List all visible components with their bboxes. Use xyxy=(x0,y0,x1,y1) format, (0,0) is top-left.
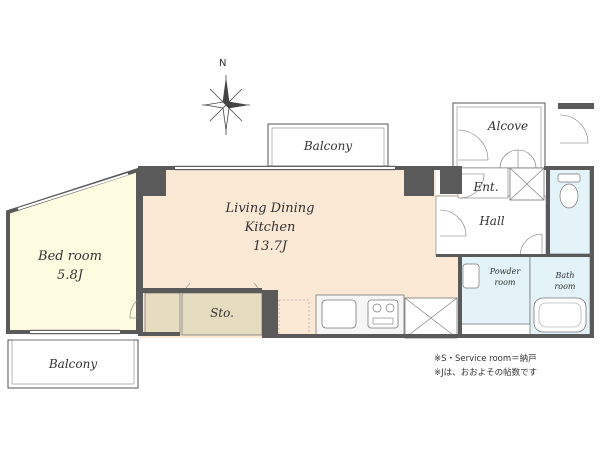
compass-rose-icon xyxy=(202,75,250,135)
note-jo-approx: ※Jは、おおよその帖数です xyxy=(434,368,538,378)
bath-room-label-line1: Bath xyxy=(555,271,575,280)
bedroom-size: 5.8J xyxy=(57,268,83,283)
balcony-bottom xyxy=(7,339,139,389)
ldk-label-line2: Kitchen xyxy=(244,220,296,235)
entrance-label: Ent. xyxy=(473,180,499,194)
alcove-label: Alcove xyxy=(487,119,529,133)
ldk-label-line1: Living Dining xyxy=(225,201,315,216)
balcony-bottom-label: Balcony xyxy=(48,357,98,371)
powder-room-label-line1: Powder xyxy=(489,267,521,276)
storage-closet xyxy=(181,292,263,336)
note-service-room: ※S・Service room＝納戸 xyxy=(434,354,537,364)
hall-label: Hall xyxy=(479,214,505,228)
washbasin-icon xyxy=(462,263,480,289)
stove xyxy=(367,299,399,329)
bedroom-label: Bed room xyxy=(38,249,102,264)
entrance xyxy=(457,167,509,199)
toilet-icon xyxy=(559,183,579,209)
bathtub-icon xyxy=(533,297,587,333)
sink xyxy=(321,299,357,329)
powder-room-label-line2: room xyxy=(494,278,516,287)
balcony-top xyxy=(267,123,389,167)
ldk-size: 13.7J xyxy=(252,239,288,254)
storage-small xyxy=(144,292,181,336)
compass-north-label: N xyxy=(219,58,227,69)
storage-label: Sto. xyxy=(210,306,234,320)
balcony-top-label: Balcony xyxy=(303,139,353,153)
bath-room-label-line2: room xyxy=(554,282,576,291)
alcove xyxy=(452,102,546,169)
